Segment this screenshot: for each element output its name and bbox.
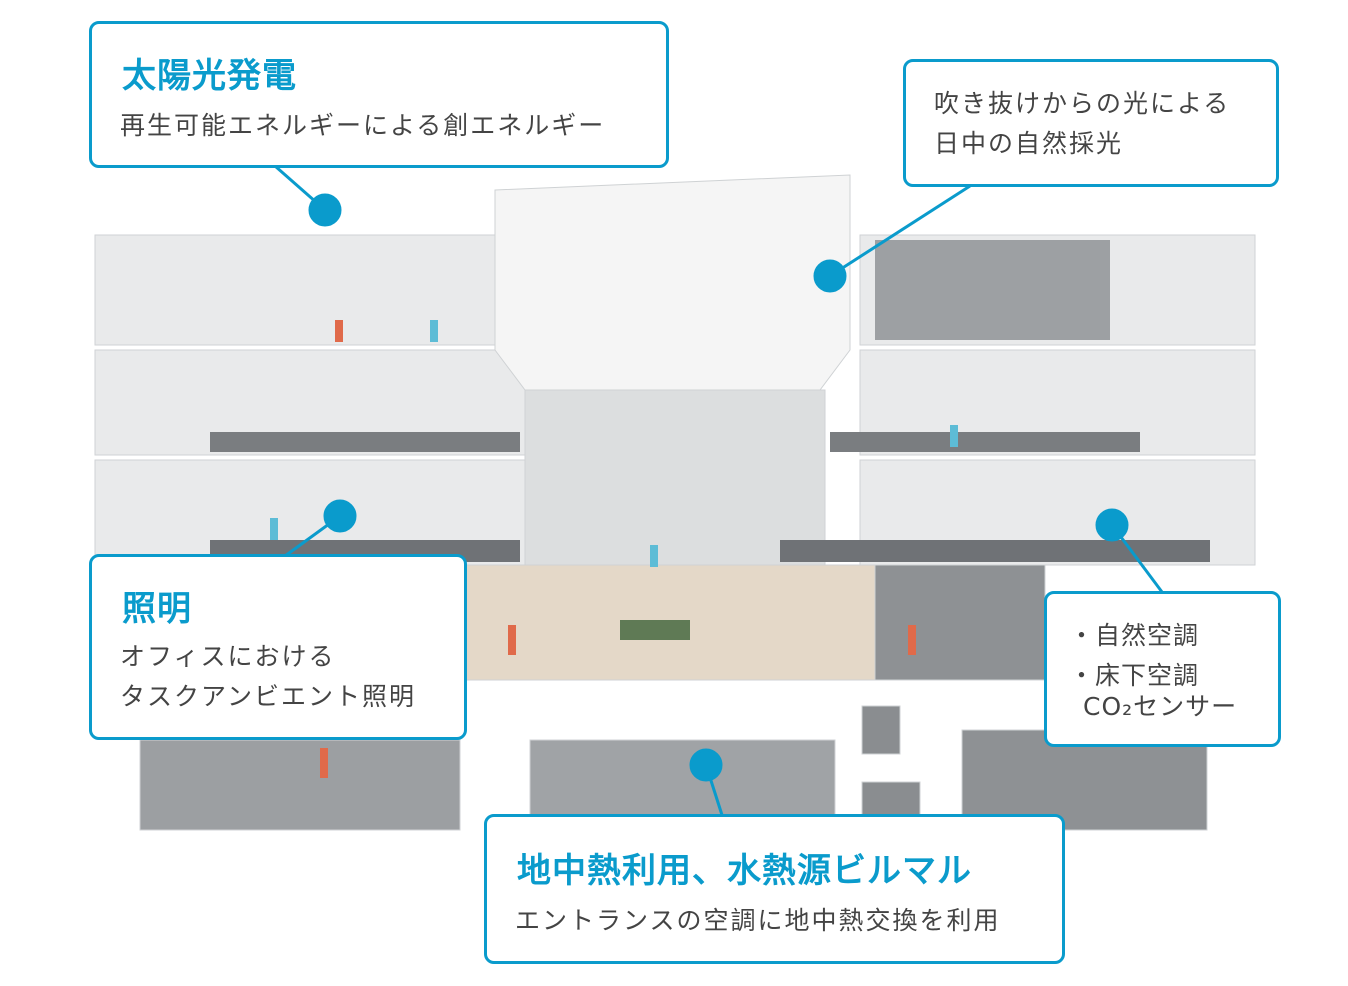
lighting-line1: オフィスにおける — [120, 642, 336, 671]
lighting-marker-dot — [323, 499, 357, 533]
solar-text: 再生可能エネルギーによる創エネルギー — [120, 111, 606, 140]
lighting-title: 照明 — [122, 589, 192, 629]
geothermal-callout: 地中熱利用、水熱源ビルマル エントランスの空調に地中熱交換を利用 — [484, 814, 1065, 964]
solar-callout: 太陽光発電 再生可能エネルギーによる創エネルギー — [89, 21, 669, 168]
hvac-line1: ・自然空調 — [1069, 621, 1200, 650]
daylight-callout: 吹き抜けからの光による 日中の自然採光 — [903, 59, 1279, 187]
geothermal-marker-dot — [689, 748, 723, 782]
lighting-callout: 照明 オフィスにおける タスクアンビエント照明 — [89, 554, 467, 740]
hvac-line3: CO₂センサー — [1083, 692, 1238, 721]
hvac-marker-dot — [1095, 508, 1129, 542]
geothermal-title: 地中熱利用、水熱源ビルマル — [517, 851, 972, 891]
geothermal-text: エントランスの空調に地中熱交換を利用 — [515, 906, 1001, 935]
daylight-marker-dot — [813, 259, 847, 293]
lighting-line2: タスクアンビエント照明 — [120, 682, 417, 711]
solar-marker-dot — [308, 193, 342, 227]
solar-title: 太陽光発電 — [122, 56, 297, 96]
daylight-line2: 日中の自然採光 — [934, 129, 1124, 158]
daylight-line1: 吹き抜けからの光による — [934, 89, 1231, 118]
hvac-line2: ・床下空調 — [1069, 661, 1200, 690]
hvac-callout: ・自然空調 ・床下空調 CO₂センサー — [1044, 591, 1281, 747]
